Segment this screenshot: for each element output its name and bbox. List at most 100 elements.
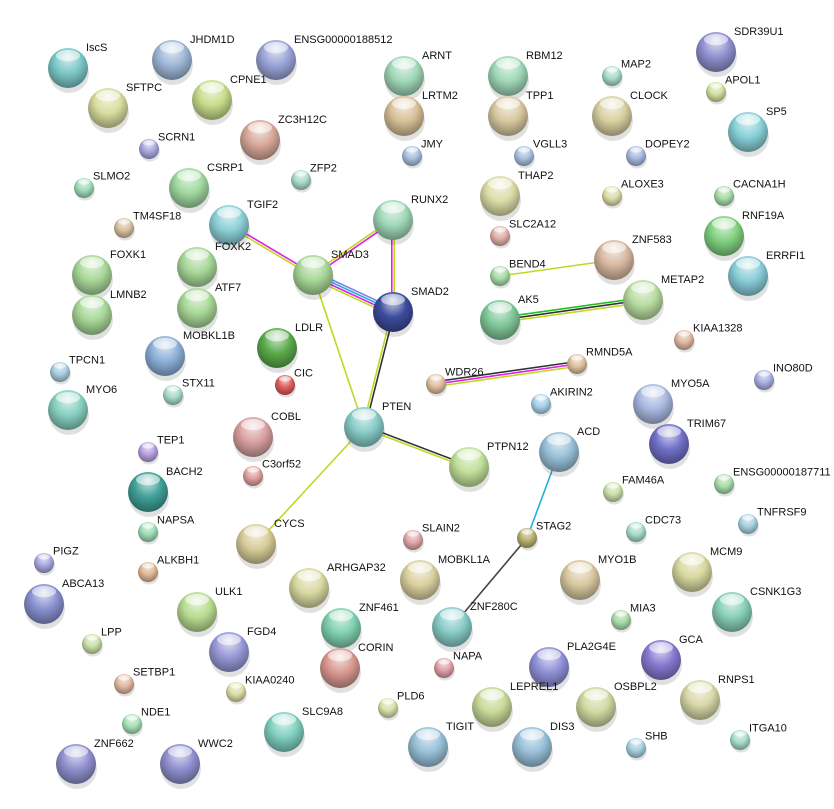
node-bend4[interactable]: BEND4 bbox=[490, 259, 546, 289]
node-myo1b[interactable]: MYO1B bbox=[560, 554, 637, 605]
node-tnfrsf9[interactable]: TNFRSF9 bbox=[738, 507, 807, 537]
node-bach2[interactable]: BACH2 bbox=[128, 466, 203, 517]
edge-smad3-pten[interactable] bbox=[312, 274, 365, 428]
node-clock[interactable]: CLOCK bbox=[592, 90, 669, 141]
node-setbp1[interactable]: SETBP1 bbox=[114, 667, 175, 697]
node-znf583[interactable]: ZNF583 bbox=[594, 234, 672, 285]
node-rnf19a[interactable]: RNF19A bbox=[704, 210, 785, 261]
node-slain2[interactable]: SLAIN2 bbox=[403, 523, 460, 553]
node-napa[interactable]: NAPA bbox=[434, 651, 483, 681]
node-cdc73[interactable]: CDC73 bbox=[626, 515, 681, 545]
node-errfi1[interactable]: ERRFI1 bbox=[728, 250, 805, 301]
node-fam46a[interactable]: FAM46A bbox=[603, 475, 665, 505]
node-ulk1[interactable]: ULK1 bbox=[177, 586, 243, 637]
node-alkbh1[interactable]: ALKBH1 bbox=[138, 555, 199, 585]
node-wwc2[interactable]: WWC2 bbox=[160, 738, 233, 789]
node-lpp[interactable]: LPP bbox=[82, 627, 122, 657]
node-itga10[interactable]: ITGA10 bbox=[730, 723, 787, 753]
node-csrp1[interactable]: CSRP1 bbox=[169, 162, 244, 213]
node-osbpl2[interactable]: OSBPL2 bbox=[576, 681, 657, 732]
node-atf7[interactable]: ATF7 bbox=[177, 282, 241, 333]
node-myo5a[interactable]: MYO5A bbox=[633, 378, 710, 429]
node-tep1[interactable]: TEP1 bbox=[138, 435, 185, 465]
node-cobl[interactable]: COBL bbox=[233, 411, 301, 462]
node-stx11[interactable]: STX11 bbox=[163, 378, 215, 408]
edge-ak5-metap2[interactable] bbox=[499, 296, 644, 324]
node-slc9a8[interactable]: SLC9A8 bbox=[264, 706, 343, 757]
node-cpne1[interactable]: CPNE1 bbox=[192, 74, 267, 125]
node-pld6[interactable]: PLD6 bbox=[378, 691, 425, 721]
node-corin[interactable]: CORIN bbox=[320, 642, 394, 693]
node-cic[interactable]: CIC bbox=[275, 368, 313, 398]
node-c3orf52[interactable]: C3orf52 bbox=[243, 459, 301, 489]
node-sp5[interactable]: SP5 bbox=[728, 106, 787, 157]
node-acd[interactable]: ACD bbox=[539, 426, 600, 477]
node-slmo2[interactable]: SLMO2 bbox=[74, 171, 130, 201]
node-aloxe3[interactable]: ALOXE3 bbox=[602, 179, 664, 209]
node-fgd4[interactable]: FGD4 bbox=[209, 626, 276, 677]
node-dopey2[interactable]: DOPEY2 bbox=[626, 139, 690, 169]
node-myo6[interactable]: MYO6 bbox=[48, 384, 117, 435]
node-lmnb2[interactable]: LMNB2 bbox=[72, 289, 147, 340]
node-nde1[interactable]: NDE1 bbox=[122, 707, 170, 737]
node-pigz[interactable]: PIGZ bbox=[34, 546, 79, 576]
node-smad2[interactable]: SMAD2 bbox=[373, 286, 449, 337]
node-kiaa1328[interactable]: KIAA1328 bbox=[674, 323, 743, 353]
node-arhgap32[interactable]: ARHGAP32 bbox=[289, 562, 386, 613]
node-gca[interactable]: GCA bbox=[641, 634, 704, 685]
node-metap2[interactable]: METAP2 bbox=[623, 274, 704, 325]
node-smad3[interactable]: SMAD3 bbox=[293, 249, 369, 300]
node-zfp2[interactable]: ZFP2 bbox=[291, 163, 337, 193]
node-iscs[interactable]: IscS bbox=[48, 42, 107, 93]
node-thap2[interactable]: THAP2 bbox=[480, 170, 553, 221]
node-slc2a12[interactable]: SLC2A12 bbox=[490, 219, 556, 249]
node-csnk1g3[interactable]: CSNK1G3 bbox=[712, 586, 801, 637]
node-runx2[interactable]: RUNX2 bbox=[373, 194, 448, 245]
node-cycs[interactable]: CYCS bbox=[236, 518, 305, 569]
node-pla2g4e[interactable]: PLA2G4E bbox=[529, 641, 616, 692]
node-leprel1[interactable]: LEPREL1 bbox=[472, 681, 558, 732]
edge-wdr26-rmnd5a[interactable] bbox=[435, 360, 578, 388]
node-ino80d[interactable]: INO80D bbox=[754, 363, 813, 393]
node-mia3[interactable]: MIA3 bbox=[611, 603, 656, 633]
node-napsa[interactable]: NAPSA bbox=[138, 515, 195, 545]
node-sdr39u1[interactable]: SDR39U1 bbox=[696, 26, 784, 77]
node-foxk2[interactable]: FOXK2 bbox=[177, 241, 251, 292]
node-abca13[interactable]: ABCA13 bbox=[24, 578, 104, 629]
node-tm4sf18[interactable]: TM4SF18 bbox=[114, 211, 181, 241]
node-tpcn1[interactable]: TPCN1 bbox=[50, 355, 105, 385]
node-arnt[interactable]: ARNT bbox=[384, 50, 452, 101]
node-pten[interactable]: PTEN bbox=[344, 401, 411, 452]
node-stag2[interactable]: STAG2 bbox=[517, 521, 571, 551]
node-kiaa0240[interactable]: KIAA0240 bbox=[226, 675, 295, 705]
node-dis3[interactable]: DIS3 bbox=[512, 721, 574, 772]
node-foxk1[interactable]: FOXK1 bbox=[72, 249, 146, 300]
node-jmy[interactable]: JMY bbox=[402, 139, 444, 169]
node-zc3h12c[interactable]: ZC3H12C bbox=[240, 114, 327, 165]
node-ldlr[interactable]: LDLR bbox=[257, 322, 323, 373]
node-mobkl1b[interactable]: MOBKL1B bbox=[145, 330, 235, 381]
node-vgll3[interactable]: VGLL3 bbox=[514, 139, 567, 169]
node-sftpc[interactable]: SFTPC bbox=[88, 82, 162, 133]
node-mcm9[interactable]: MCM9 bbox=[672, 546, 742, 597]
node-tgif2[interactable]: TGIF2 bbox=[209, 199, 278, 250]
node-ensg00000187711[interactable]: ENSG00000187711 bbox=[714, 467, 831, 497]
node-cacna1h[interactable]: CACNA1H bbox=[714, 179, 786, 209]
node-ensg00000188512[interactable]: ENSG00000188512 bbox=[256, 34, 392, 85]
node-apol1[interactable]: APOL1 bbox=[706, 75, 760, 105]
node-akirin2[interactable]: AKIRIN2 bbox=[531, 387, 593, 417]
edge-pten-cycs[interactable] bbox=[255, 426, 365, 545]
node-znf461[interactable]: ZNF461 bbox=[321, 602, 399, 653]
node-znf662[interactable]: ZNF662 bbox=[56, 738, 134, 789]
node-rmnd5a[interactable]: RMND5A bbox=[567, 347, 633, 377]
node-trim67[interactable]: TRIM67 bbox=[649, 418, 726, 469]
node-znf280c[interactable]: ZNF280C bbox=[432, 601, 518, 652]
node-mobkl1a[interactable]: MOBKL1A bbox=[400, 554, 491, 605]
node-map2[interactable]: MAP2 bbox=[602, 59, 651, 89]
node-rnps1[interactable]: RNPS1 bbox=[680, 674, 755, 725]
node-rbm12[interactable]: RBM12 bbox=[488, 50, 563, 101]
node-tigit[interactable]: TIGIT bbox=[408, 721, 474, 772]
node-tpp1[interactable]: TPP1 bbox=[488, 90, 554, 141]
node-shb[interactable]: SHB bbox=[626, 731, 668, 761]
node-jhdm1d[interactable]: JHDM1D bbox=[152, 34, 235, 85]
